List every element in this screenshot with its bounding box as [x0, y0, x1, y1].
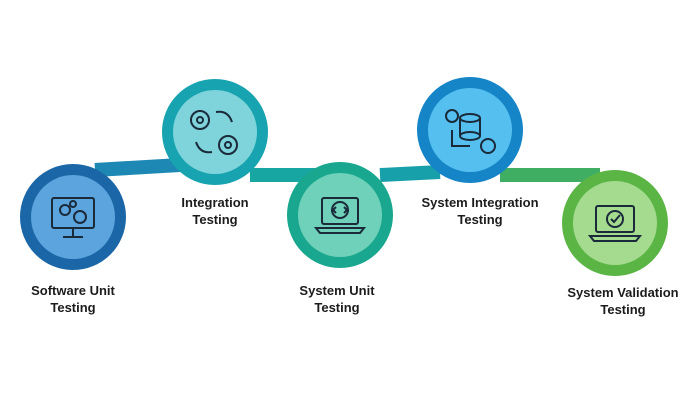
label-line-1: System Unit — [299, 283, 375, 298]
stage-system-validation-testing — [562, 170, 668, 276]
label-software-unit-testing: Software Unit Testing — [0, 282, 148, 316]
connector-1-2 — [94, 158, 181, 177]
label-line-1: System Integration — [421, 195, 539, 210]
label-system-unit-testing: System Unit Testing — [262, 282, 412, 316]
stage-integration-testing — [162, 79, 268, 185]
label-line-1: Integration — [181, 195, 249, 210]
database-gears-icon — [445, 109, 496, 154]
label-integration-testing: Integration Testing — [140, 194, 290, 228]
gears-cycle-icon — [190, 110, 238, 155]
label-line-2: Testing — [457, 212, 503, 227]
label-line-2: Testing — [600, 302, 646, 317]
label-line-2: Testing — [50, 300, 96, 315]
laptop-code-gear-icon — [313, 197, 367, 234]
label-line-2: Testing — [192, 212, 238, 227]
monitor-gears-icon — [51, 197, 95, 238]
label-system-validation-testing: System Validation Testing — [548, 284, 698, 318]
stage-system-unit-testing — [287, 162, 393, 268]
stage-software-unit-testing — [20, 164, 126, 270]
connector-3-4 — [379, 165, 441, 182]
label-line-1: Software Unit — [31, 283, 115, 298]
stage-system-integration-testing — [417, 77, 523, 183]
laptop-check-icon — [587, 205, 643, 242]
label-line-2: Testing — [314, 300, 360, 315]
label-line-1: System Validation — [567, 285, 679, 300]
label-system-integration-testing: System Integration Testing — [405, 194, 555, 228]
